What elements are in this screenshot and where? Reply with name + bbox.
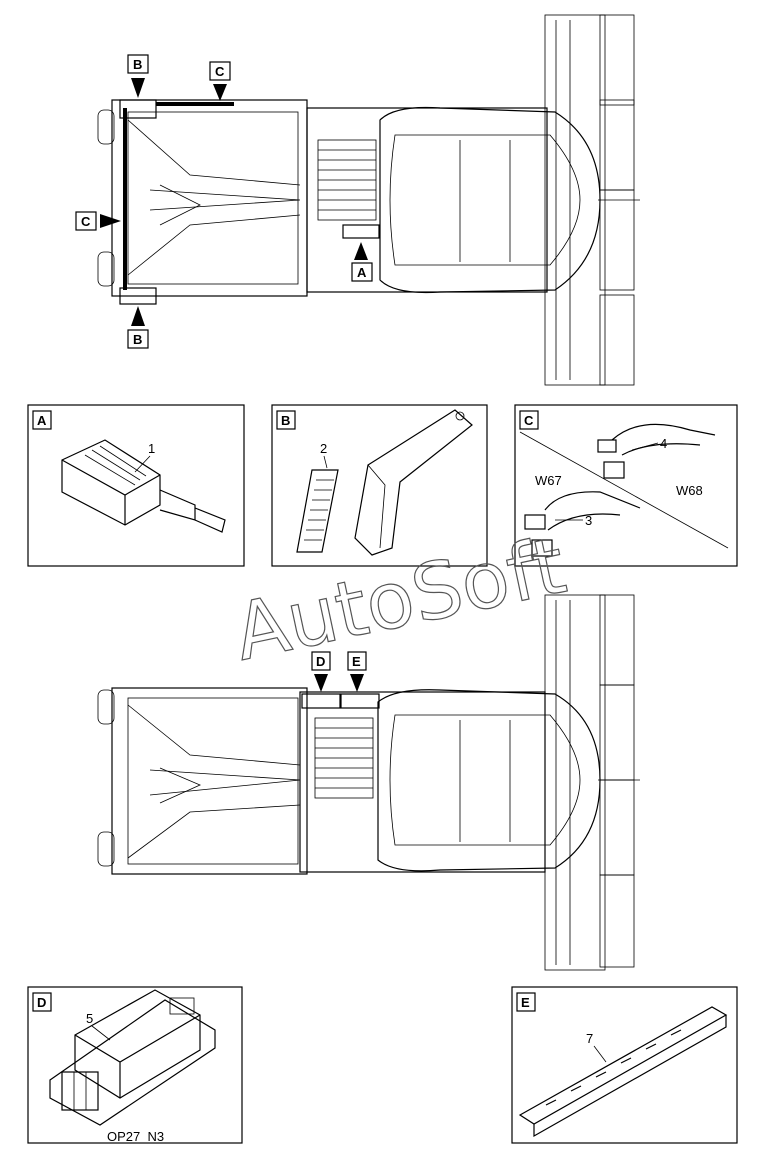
marker-e: E	[347, 651, 367, 692]
module-caption: OP27_N3	[107, 1129, 164, 1144]
svg-text:5: 5	[86, 1011, 93, 1026]
svg-text:W68: W68	[676, 483, 703, 498]
top-machine-view	[97, 14, 640, 386]
relay-module-part-5	[49, 989, 216, 1126]
svg-text:A: A	[357, 265, 367, 280]
din-rail-part-7	[518, 1006, 728, 1138]
svg-text:B: B	[133, 332, 142, 347]
connector-part-1	[61, 439, 226, 533]
marker-b-top: B	[127, 54, 149, 98]
svg-text:7: 7	[586, 1031, 593, 1046]
svg-text:E: E	[521, 995, 530, 1010]
svg-text:C: C	[524, 413, 534, 428]
svg-text:C: C	[81, 214, 91, 229]
harness-part-4	[597, 423, 716, 479]
terminal-strip-part-2	[296, 469, 339, 553]
marker-c-top: C	[209, 61, 231, 101]
panel-b: B 2	[271, 404, 488, 567]
svg-text:W67: W67	[535, 473, 562, 488]
panel-e: E 7	[511, 986, 738, 1144]
svg-text:2: 2	[320, 441, 327, 456]
svg-text:B: B	[281, 413, 290, 428]
panel-d: D 5 OP27_N3	[27, 986, 243, 1144]
svg-text:D: D	[37, 995, 46, 1010]
bottom-machine-view	[97, 594, 640, 971]
svg-text:4: 4	[660, 436, 667, 451]
svg-text:C: C	[215, 64, 225, 79]
marker-b-bottom: B	[127, 306, 149, 349]
marker-d: D	[311, 651, 331, 692]
panel-c: C 4 W67 W68 3	[514, 404, 738, 567]
marker-a: A	[351, 242, 373, 282]
marker-c-left: C	[75, 211, 121, 231]
svg-text:D: D	[316, 654, 325, 669]
svg-text:3: 3	[585, 513, 592, 528]
svg-text:1: 1	[148, 441, 155, 456]
svg-text:E: E	[352, 654, 361, 669]
svg-text:A: A	[37, 413, 47, 428]
harness-part-3	[524, 491, 641, 557]
svg-text:B: B	[133, 57, 142, 72]
watermark: AutoSoft	[227, 521, 573, 679]
panel-a: A 1	[27, 404, 245, 567]
bracket-part	[354, 409, 473, 556]
